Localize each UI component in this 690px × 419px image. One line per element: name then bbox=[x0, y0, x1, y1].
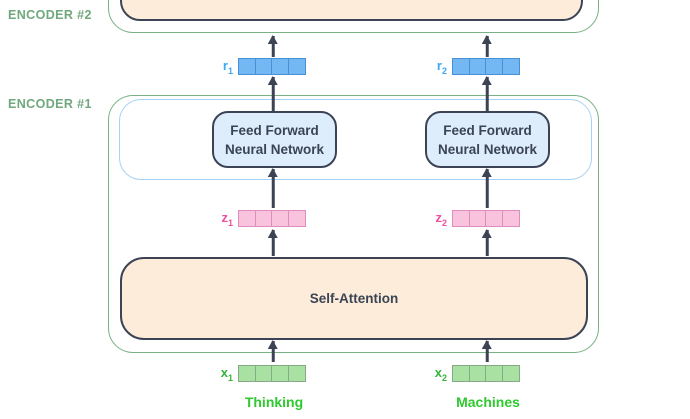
arrow-z1-to-ffnn1 bbox=[271, 169, 275, 208]
arrow-selfattention-to-z2 bbox=[485, 230, 489, 256]
vector-r2: r2 bbox=[437, 58, 520, 75]
encoder2-self-attention-box bbox=[120, 0, 583, 21]
vector-z2-label: z2 bbox=[435, 209, 447, 228]
vector-x1-label: x1 bbox=[220, 364, 233, 383]
vector-x1-cells bbox=[238, 365, 306, 382]
arrow-z2-to-ffnn2 bbox=[485, 169, 489, 208]
ffnn-layer-outline bbox=[119, 99, 592, 180]
input-word-machines: Machines bbox=[456, 394, 520, 410]
vector-r1-cells bbox=[238, 58, 306, 75]
vector-z2: z2 bbox=[435, 210, 520, 227]
self-attention-box: Self-Attention bbox=[120, 257, 588, 340]
vector-x1: x1 bbox=[221, 365, 306, 382]
vector-z1: z1 bbox=[221, 210, 306, 227]
ffnn2-box: Feed Forward Neural Network bbox=[425, 111, 550, 168]
vector-r2-label: r2 bbox=[436, 57, 447, 76]
vector-x2-label: x2 bbox=[434, 364, 447, 383]
arrow-r1-to-encoder2 bbox=[271, 36, 275, 57]
vector-r1: r1 bbox=[223, 58, 306, 75]
vector-z1-label: z1 bbox=[221, 209, 233, 228]
vector-r2-cells bbox=[452, 58, 520, 75]
vector-x2-cells bbox=[452, 365, 520, 382]
vector-z2-cells bbox=[452, 210, 520, 227]
arrow-selfattention-to-z1 bbox=[271, 230, 275, 256]
ffnn2-label-line2: Neural Network bbox=[437, 141, 538, 157]
encoder1-box bbox=[108, 95, 599, 353]
vector-r1-label: r1 bbox=[222, 57, 233, 76]
arrow-ffnn1-to-r1 bbox=[271, 77, 275, 111]
encoder1-label: ENCODER #1 bbox=[8, 97, 92, 111]
vector-x2: x2 bbox=[435, 365, 520, 382]
arrow-x2-to-selfattention bbox=[485, 341, 489, 362]
input-word-thinking: Thinking bbox=[244, 394, 304, 410]
ffnn1-label-line1: Feed Forward bbox=[230, 122, 319, 138]
arrow-r2-to-encoder2 bbox=[485, 36, 489, 57]
vector-z1-cells bbox=[238, 210, 306, 227]
encoder2-label: ENCODER #2 bbox=[8, 8, 92, 22]
ffnn1-label-line2: Neural Network bbox=[224, 141, 325, 157]
arrow-ffnn2-to-r2 bbox=[485, 77, 489, 111]
ffnn1-box: Feed Forward Neural Network bbox=[212, 111, 337, 168]
self-attention-label: Self-Attention bbox=[309, 291, 399, 306]
arrow-x1-to-selfattention bbox=[271, 341, 275, 362]
ffnn2-label-line1: Feed Forward bbox=[443, 122, 532, 138]
